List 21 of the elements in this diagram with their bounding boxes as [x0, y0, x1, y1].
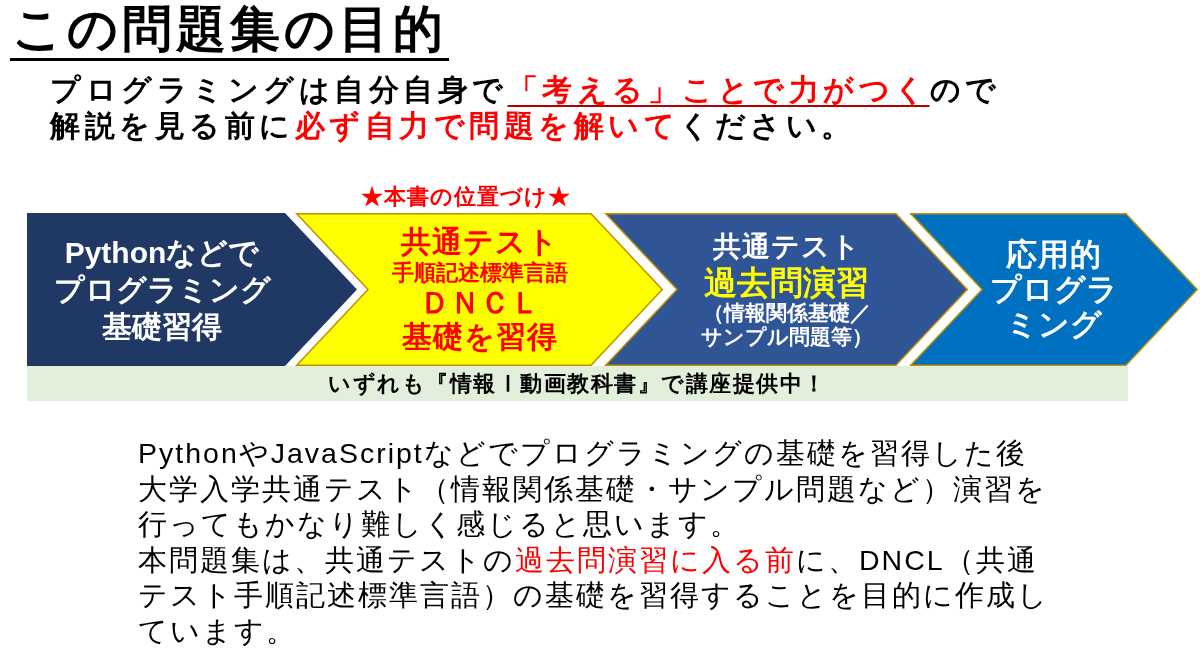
body-text: 本問題集は、共通テストの過去問演習に入る前に、DNCL（共通テスト手順記述標準言語）の基礎を習得することを目的に作成しています。 — [138, 542, 1050, 649]
step-label: 過去問演習 — [704, 264, 869, 301]
step-label: 手順記述標準言語 — [391, 259, 568, 287]
step-label: ＤＮＣＬ — [419, 287, 540, 319]
step-label: 共通テスト — [712, 230, 861, 264]
chevron-step — [605, 213, 968, 366]
intro-text: プログラミングは自分自身で「考える」ことで力がつくので解説を見る前に必ず自力で問題を解いてください。 — [50, 72, 1002, 144]
heading: この問題集の目的 — [10, 0, 449, 61]
banner-band — [27, 366, 1128, 401]
step-label: 共通テスト — [400, 225, 559, 258]
step-label: プログラミング — [989, 272, 1119, 342]
step-label: Pythonなどでプログラミング基礎習得 — [52, 235, 272, 345]
body-text: PythonやJavaScriptなどでプログラミングの基礎を習得した後大学入学共通テスト（情報関係基礎・サンプル問題など）演習を行ってもかなり難しく感じると思います。 — [138, 436, 1048, 542]
chevron-step — [910, 213, 1198, 366]
banner-text: いずれも『情報Ⅰ動画教科書』で講座提供中！ — [328, 370, 827, 398]
step-label: 応用的 — [1006, 237, 1102, 272]
arrow-step — [27, 213, 357, 366]
position-note: ★本書の位置づけ★ — [361, 183, 571, 211]
chevron-step — [296, 213, 663, 366]
step-label: 基礎を習得 — [401, 319, 558, 354]
step-label: （情報関係基礎／サンプル問題等） — [699, 301, 874, 349]
